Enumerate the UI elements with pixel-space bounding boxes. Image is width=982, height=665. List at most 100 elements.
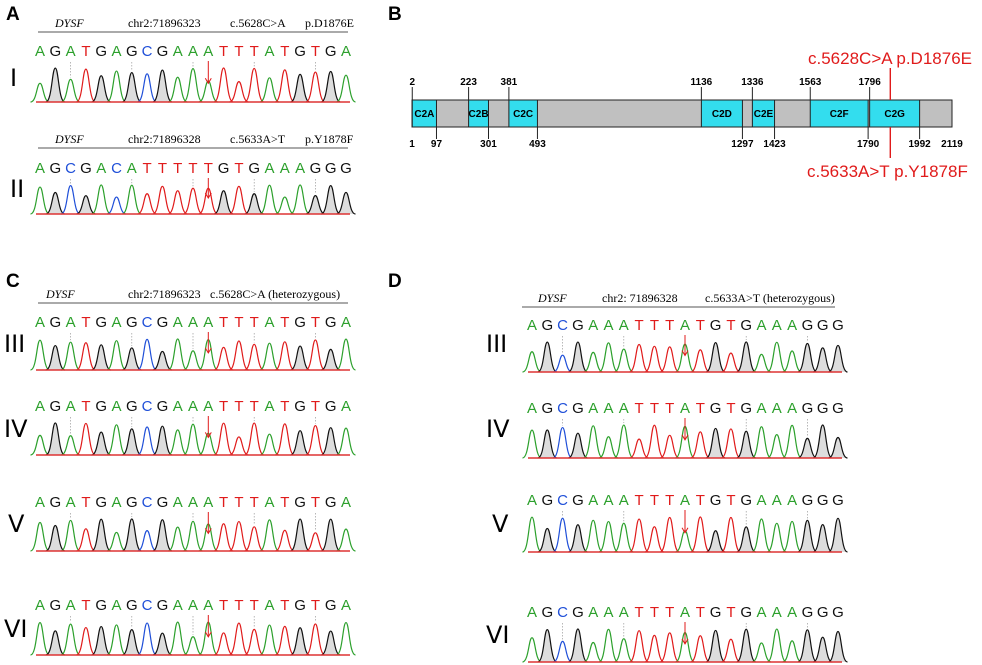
peak bbox=[537, 429, 558, 459]
position-label: 1297 bbox=[731, 139, 754, 150]
peak bbox=[537, 527, 558, 553]
peak bbox=[336, 621, 356, 656]
base-call: A bbox=[35, 43, 45, 60]
base-call: A bbox=[111, 494, 121, 511]
mutation-arrowhead bbox=[681, 638, 689, 645]
base-call: A bbox=[35, 314, 45, 331]
peak bbox=[782, 640, 802, 663]
peak bbox=[736, 430, 756, 459]
peak bbox=[183, 187, 203, 215]
base-call: C bbox=[142, 398, 153, 415]
peak bbox=[583, 519, 604, 553]
base-call: G bbox=[294, 43, 306, 60]
peak bbox=[305, 195, 326, 215]
peak bbox=[152, 519, 173, 552]
peak bbox=[183, 350, 203, 371]
base-call: A bbox=[111, 398, 121, 415]
base-call: A bbox=[341, 43, 351, 60]
peak bbox=[675, 530, 695, 553]
peak bbox=[659, 632, 680, 663]
base-call: A bbox=[35, 398, 45, 415]
domain-label: C2A bbox=[414, 109, 434, 120]
peak bbox=[659, 434, 680, 459]
base-call: A bbox=[619, 492, 629, 509]
base-call: T bbox=[696, 317, 705, 334]
peak bbox=[598, 628, 619, 663]
peak bbox=[320, 70, 341, 103]
base-call: A bbox=[756, 317, 766, 334]
chr-label: chr2:71896323 bbox=[128, 16, 201, 30]
peak bbox=[568, 432, 588, 459]
base-call: T bbox=[280, 314, 289, 331]
base-call: A bbox=[341, 494, 351, 511]
base-call: G bbox=[49, 494, 61, 511]
peak bbox=[690, 349, 711, 373]
peak bbox=[45, 630, 66, 656]
base-call: G bbox=[802, 604, 814, 621]
peak bbox=[629, 630, 649, 663]
domain-label: C2D bbox=[712, 109, 732, 120]
peak bbox=[45, 344, 66, 371]
panel-label-a: A bbox=[6, 4, 20, 25]
chr-label: chr2: 71896328 bbox=[602, 291, 678, 305]
base-call: G bbox=[802, 317, 814, 334]
position-label: 1563 bbox=[799, 77, 822, 88]
base-call: T bbox=[81, 43, 90, 60]
domain-c2a bbox=[411, 99, 437, 128]
peak bbox=[782, 424, 802, 459]
domain-label: C2F bbox=[830, 109, 849, 120]
peak bbox=[290, 184, 310, 215]
base-call: G bbox=[294, 398, 306, 415]
mutation-arrowhead bbox=[681, 434, 689, 441]
base-call: G bbox=[126, 494, 138, 511]
base-call: T bbox=[665, 317, 674, 334]
base-call: T bbox=[188, 160, 197, 177]
base-call: G bbox=[802, 492, 814, 509]
cdna-label: c.5628C>A (heterozygous) bbox=[210, 287, 340, 301]
peak bbox=[91, 75, 111, 103]
peak bbox=[751, 353, 772, 373]
base-call: G bbox=[49, 314, 61, 331]
peak bbox=[644, 345, 665, 373]
base-call: G bbox=[832, 492, 844, 509]
base-call: T bbox=[635, 317, 644, 334]
base-call: T bbox=[311, 43, 320, 60]
peak bbox=[213, 632, 234, 656]
base-call: G bbox=[49, 398, 61, 415]
base-call: A bbox=[680, 492, 690, 509]
gene-label: DYSF bbox=[54, 132, 84, 146]
base-call: A bbox=[173, 597, 183, 614]
peak bbox=[183, 67, 203, 103]
base-call: T bbox=[81, 597, 90, 614]
peak bbox=[152, 632, 173, 656]
peak bbox=[60, 623, 81, 656]
peak bbox=[244, 526, 264, 552]
peak bbox=[60, 341, 81, 371]
base-call: T bbox=[726, 604, 735, 621]
base-call: T bbox=[219, 43, 228, 60]
peak bbox=[736, 341, 756, 373]
base-call: G bbox=[817, 317, 829, 334]
base-call: A bbox=[772, 604, 782, 621]
base-call: G bbox=[80, 160, 92, 177]
base-call: G bbox=[294, 494, 306, 511]
base-call: A bbox=[787, 400, 797, 417]
peak bbox=[229, 520, 249, 552]
peak bbox=[244, 628, 264, 656]
peak bbox=[106, 624, 127, 656]
domain-c2d bbox=[700, 99, 743, 128]
peak bbox=[137, 193, 157, 215]
base-call: T bbox=[250, 314, 259, 331]
peak bbox=[336, 191, 356, 215]
peak bbox=[552, 517, 573, 553]
peak bbox=[91, 431, 111, 456]
base-call: G bbox=[294, 597, 306, 614]
base-call: T bbox=[696, 400, 705, 417]
peak bbox=[659, 346, 680, 373]
base-call: T bbox=[158, 160, 167, 177]
panel-d-header: DYSF chr2: 71896328 c.5633A>T (heterozyg… bbox=[522, 291, 835, 308]
peak bbox=[828, 344, 848, 373]
